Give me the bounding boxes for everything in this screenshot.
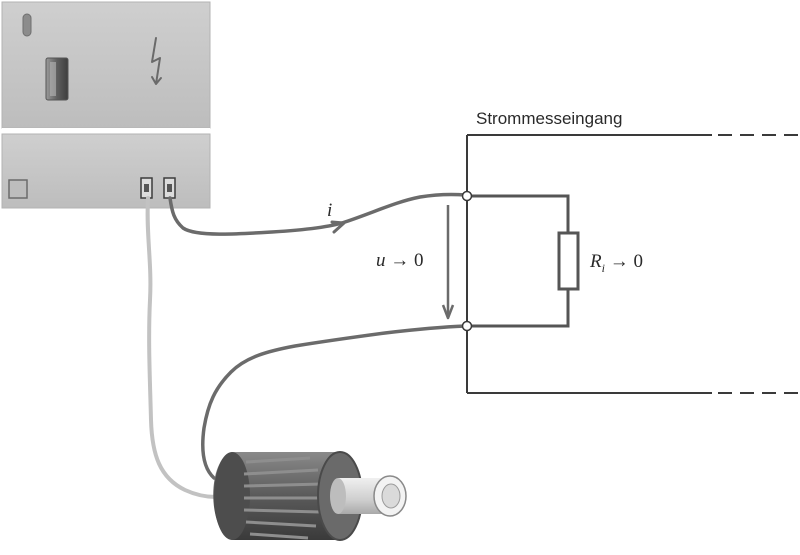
shunt-loop xyxy=(467,194,570,328)
device-divider xyxy=(2,128,210,134)
device-button[interactable] xyxy=(8,179,28,199)
voltage-arrowhead xyxy=(441,304,455,320)
power-switch-highlight xyxy=(50,62,56,96)
light-wire xyxy=(145,196,218,499)
voltage-label: u → 0 xyxy=(376,250,424,271)
terminal-top xyxy=(461,190,473,202)
current-wire xyxy=(168,192,468,236)
current-label: i xyxy=(327,200,332,221)
current-input-circuit xyxy=(441,134,800,394)
lightning-bolt-icon xyxy=(151,37,162,85)
current-input-title: Strommesseingang xyxy=(476,109,622,128)
power-switch[interactable] xyxy=(45,57,69,101)
measuring-device xyxy=(1,1,211,209)
return-wire xyxy=(201,324,468,480)
resistor-label: Ri → 0 xyxy=(589,251,643,275)
device-lower-panel xyxy=(1,133,211,209)
current-arrowhead xyxy=(330,220,346,234)
cylindrical-sensor-icon xyxy=(213,451,407,541)
resistor xyxy=(557,231,580,291)
terminal-bottom xyxy=(461,320,473,332)
status-led xyxy=(22,13,32,37)
device-upper-panel xyxy=(1,1,211,129)
